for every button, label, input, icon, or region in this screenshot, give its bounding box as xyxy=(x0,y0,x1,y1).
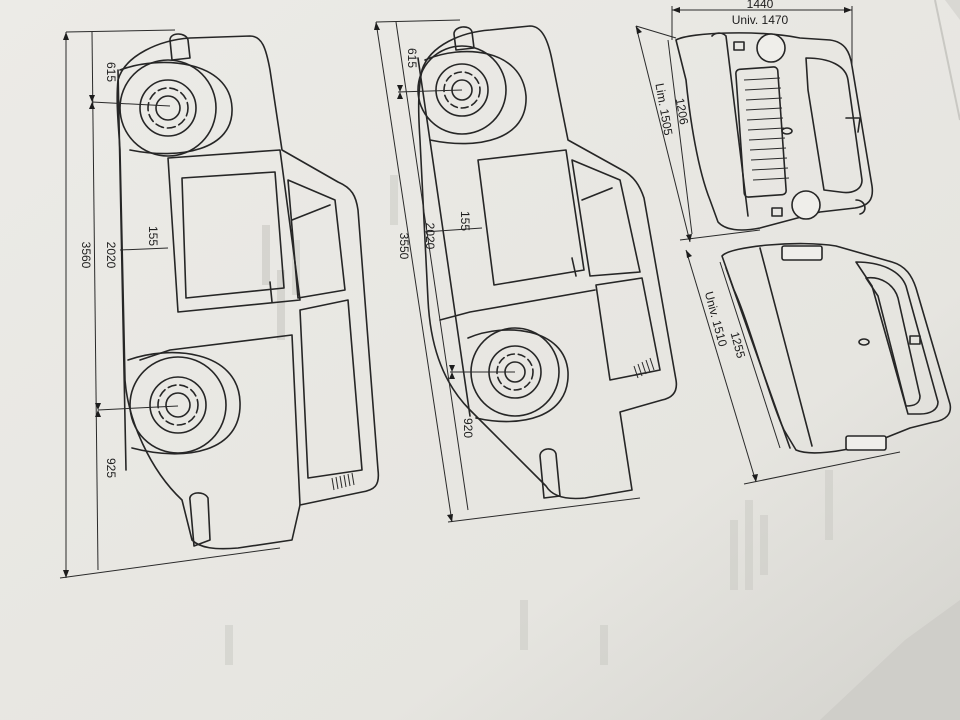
car-a-rear-overhang-label: 925 xyxy=(104,458,118,478)
front-view-windshield xyxy=(805,57,863,194)
car-a-tail-grille xyxy=(331,472,355,491)
car-a-door-handle xyxy=(269,281,273,303)
car-a-wheelbase-label: 2020 xyxy=(104,242,118,269)
car-b-sill xyxy=(439,289,596,321)
car-b-rear-window xyxy=(571,159,641,277)
car-a-roof-line xyxy=(167,149,301,313)
rear-light-left xyxy=(781,245,823,261)
rear-emblem xyxy=(858,338,870,346)
rear-view-bumper xyxy=(725,267,791,449)
car-b-rear-arch xyxy=(467,329,569,423)
car-b-dimensions: 615 3550 2020 155 920 xyxy=(374,19,641,523)
front-emblem xyxy=(781,127,793,135)
rear-handle xyxy=(909,335,921,345)
car-a-dimensions: 615 2020 155 3560 925 xyxy=(59,29,281,579)
car-a-front-wheel xyxy=(119,59,217,157)
page-edge-shadow xyxy=(820,600,960,720)
rear-view-track-label: 1255 xyxy=(728,330,749,360)
car-b-body-outline xyxy=(417,25,678,500)
front-indicator-right xyxy=(771,207,783,217)
car-b-front-arch xyxy=(424,50,527,145)
car-b-ground-line xyxy=(417,57,471,417)
page-edge xyxy=(934,0,960,121)
car-a-rear-panel xyxy=(299,299,363,479)
car-a-sill xyxy=(139,334,301,506)
car-a-total-length-label: 3560 xyxy=(79,242,93,269)
car-a-front-arch xyxy=(119,61,233,155)
rear-view xyxy=(721,242,952,454)
car-b-side-view xyxy=(417,25,678,500)
car-a-ground-clearance-label: 155 xyxy=(146,226,160,246)
car-a-ground-line xyxy=(117,69,127,471)
car-b-wheelbase-label: 2020 xyxy=(423,223,437,250)
car-b-side-trim xyxy=(581,187,613,201)
car-b-front-bumper xyxy=(453,26,475,51)
front-view-track-label: 1206 xyxy=(673,97,691,126)
front-view xyxy=(675,32,874,231)
rear-light-right xyxy=(845,435,887,451)
car-a-side-view xyxy=(116,33,380,550)
car-a-body-outline xyxy=(116,35,380,550)
front-headlight-left xyxy=(756,33,786,63)
car-b-rear-bumper xyxy=(539,448,561,499)
car-b-tail-grille xyxy=(633,357,655,379)
rear-view-roof-rail xyxy=(759,247,813,447)
front-mirror xyxy=(855,199,866,215)
car-a-front-window xyxy=(181,171,285,299)
car-b-total-length-label: 3550 xyxy=(397,233,411,260)
front-headlight-right xyxy=(791,190,821,220)
car-b-front-overhang-label: 615 xyxy=(405,48,419,68)
car-a-side-trim xyxy=(291,204,331,221)
front-view-width-label: 1440 xyxy=(747,0,774,11)
front-view-width-univ-label: Univ. 1470 xyxy=(732,13,789,27)
car-b-rear-panel xyxy=(595,277,661,381)
car-a-rear-bumper xyxy=(189,492,211,547)
car-a-front-overhang-label: 615 xyxy=(104,62,118,82)
car-a-rear-wheel xyxy=(129,356,227,454)
car-a-front-bumper xyxy=(169,33,191,61)
car-b-rear-overhang-label: 920 xyxy=(461,418,475,438)
front-wiper xyxy=(845,117,861,133)
front-view-bonnet xyxy=(711,32,749,217)
front-indicator-left xyxy=(733,41,745,51)
rear-view-rear-window xyxy=(855,261,939,415)
car-a-rear-window xyxy=(287,179,346,299)
car-b-door-handle xyxy=(571,257,577,277)
car-b-ground-clearance-label: 155 xyxy=(458,211,472,231)
car-b-front-window xyxy=(477,149,585,286)
rear-view-tailgate-panel xyxy=(865,276,921,407)
